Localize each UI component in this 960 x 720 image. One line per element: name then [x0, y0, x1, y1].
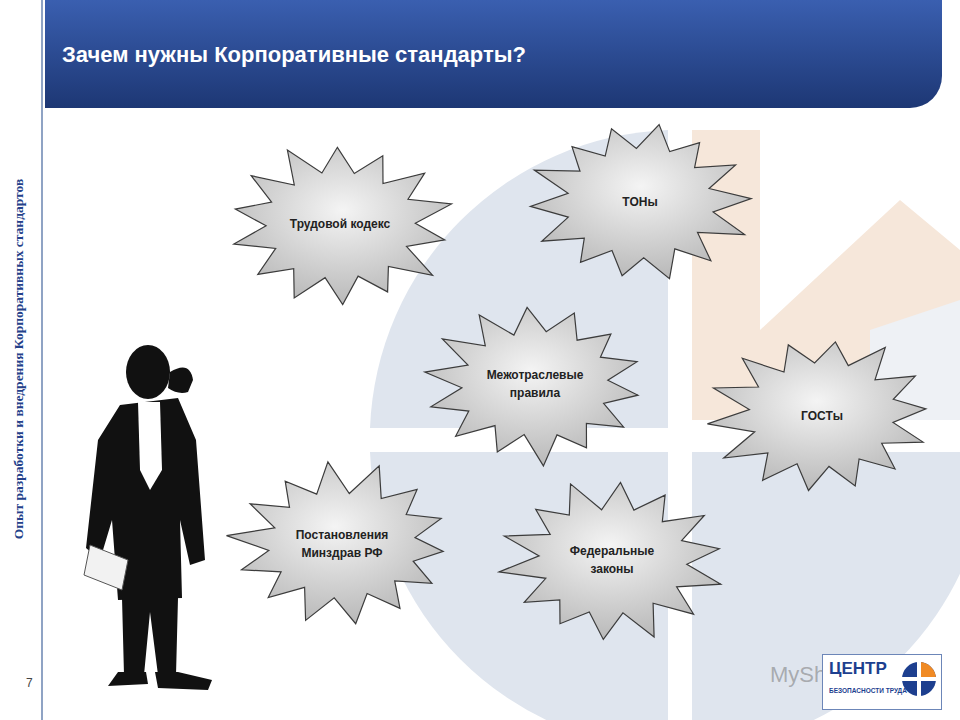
starburst-node: Федеральные законы: [492, 474, 732, 646]
node-label: Межотраслевые правила: [470, 366, 600, 402]
node-label: Постановления Минздрав РФ: [277, 526, 407, 562]
node-label: Федеральные законы: [547, 542, 677, 578]
node-label: Трудовой кодекс: [275, 215, 405, 233]
logo-subtitle: БЕЗОПАСНОСТИ ТРУДА: [829, 687, 907, 694]
starburst-node: Межотраслевые правила: [415, 298, 655, 470]
node-label: ТОНы: [575, 193, 705, 211]
starburst-node: ГОСТы: [702, 331, 942, 501]
starburst-shape: [492, 474, 732, 646]
logo-word: ЦЕНТР: [829, 659, 887, 679]
node-label: ГОСТы: [757, 407, 887, 425]
starburst-node: Постановления Минздрав РФ: [222, 458, 462, 630]
slide-title: Зачем нужны Корпоративные стандарты?: [62, 42, 526, 68]
page-number: 7: [26, 676, 33, 690]
starburst-shape: [222, 458, 462, 630]
starburst-shape: [415, 298, 655, 470]
side-caption: Опыт разработки и внедрения Корпоративны…: [11, 54, 33, 664]
company-logo: ЦЕНТР БЕЗОПАСНОСТИ ТРУДА: [822, 654, 942, 710]
man-figure: [84, 345, 212, 690]
side-rule: [41, 0, 43, 720]
starburst-node: ТОНы: [520, 115, 760, 290]
starburst-node: Трудовой кодекс: [220, 137, 460, 312]
logo-emblem: [899, 659, 939, 699]
